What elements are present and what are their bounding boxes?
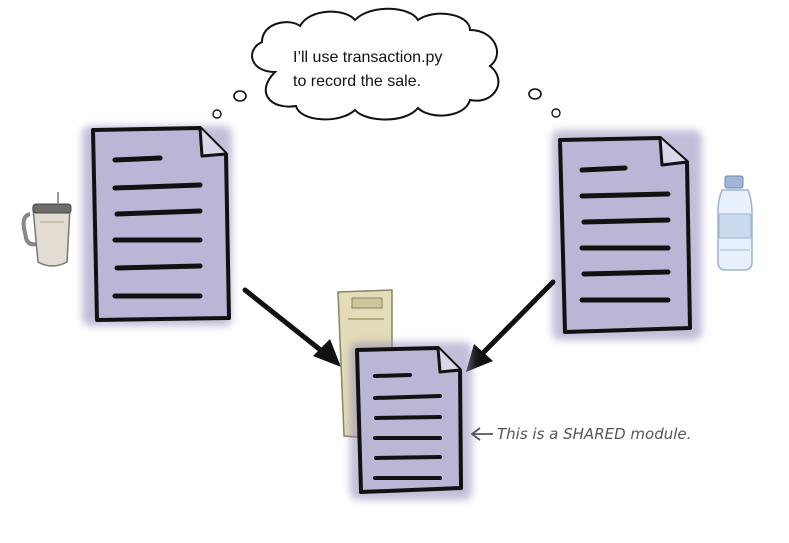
- left-document-page: [91, 126, 231, 322]
- left-document-corner: [198, 127, 227, 158]
- shared-module-annotation: This is a SHARED module.: [470, 425, 691, 443]
- annotation-text: This is a SHARED module.: [497, 425, 691, 443]
- thought-bubble-line-1: I’ll use transaction.py: [293, 49, 442, 66]
- arrow-left-to-module: [242, 287, 341, 367]
- shared-module-document: [350, 342, 472, 500]
- water-bottle-icon: [717, 175, 753, 271]
- right-document-lines: [579, 165, 671, 303]
- thought-bubble: I’ll use transaction.py to record the sa…: [212, 7, 561, 121]
- right-document-page: [558, 136, 692, 334]
- left-program-document: [82, 126, 232, 326]
- right-document-corner: [658, 137, 688, 167]
- thought-bubble-cloud: [251, 7, 500, 121]
- travel-mug-icon: [21, 192, 72, 267]
- right-program-document: [552, 130, 702, 340]
- thought-bubble-line-2: to record the sale.: [293, 73, 421, 90]
- shared-module-lines: [373, 373, 442, 480]
- thought-dot-left-small: [212, 109, 222, 119]
- thought-dot-left-large: [233, 90, 247, 102]
- thought-dot-right-large: [528, 88, 542, 100]
- arrow-right-to-module: [466, 279, 556, 372]
- shared-module-corner: [436, 347, 461, 374]
- thought-dot-right-small: [551, 108, 561, 118]
- left-document-lines: [112, 155, 203, 299]
- annotation-arrowhead: [470, 427, 481, 441]
